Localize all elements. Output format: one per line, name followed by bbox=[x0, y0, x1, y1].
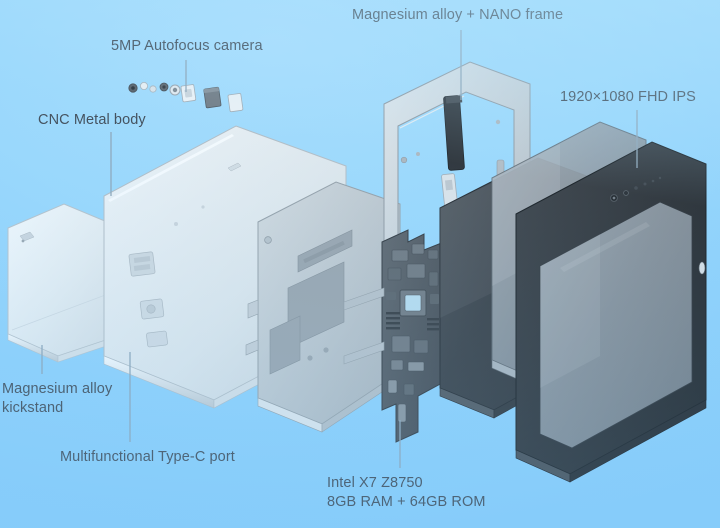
component-screen-surface bbox=[539, 201, 693, 449]
component-camera-module bbox=[128, 82, 244, 113]
component-battery-strip bbox=[443, 95, 465, 171]
label-camera: 5MP Autofocus camera bbox=[111, 38, 263, 54]
label-typec: Multifunctional Type-C port bbox=[60, 449, 235, 465]
label-kickstand: Magnesium alloy kickstand bbox=[2, 381, 113, 416]
component-mainboard bbox=[343, 229, 445, 443]
component-kickstand-panel bbox=[7, 203, 113, 363]
label-cnc-body: CNC Metal body bbox=[38, 112, 146, 128]
component-mid-plate bbox=[245, 181, 401, 433]
label-nano-frame: Magnesium alloy + NANO frame bbox=[352, 7, 564, 23]
leader-lines bbox=[41, 30, 638, 468]
label-display: 1920×1080 FHD IPS bbox=[560, 89, 696, 105]
component-touch-glass bbox=[515, 141, 707, 483]
label-soc: Intel X7 Z8750 8GB RAM + 64GB ROM bbox=[327, 475, 486, 510]
